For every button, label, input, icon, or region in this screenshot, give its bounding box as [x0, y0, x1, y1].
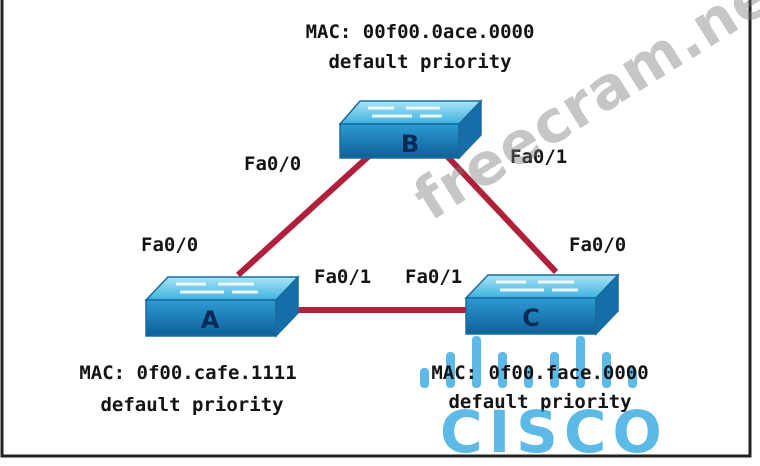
cisco-logo-bars-icon [420, 336, 637, 388]
port-label-c-fa0-0: Fa0/0 [569, 234, 627, 256]
switch-c-letter: C [522, 304, 540, 332]
switch-a-icon [144, 275, 300, 338]
switch-b-icon [338, 99, 483, 160]
port-label-b-fa0-1: Fa0/1 [510, 146, 568, 168]
switch-c-mac: MAC: 0f00.face.0000 [431, 362, 649, 384]
switch-a-priority: default priority [100, 394, 284, 416]
switch-c-icon [464, 273, 620, 336]
switch-a-letter: A [200, 306, 220, 334]
link-b-c [443, 152, 559, 275]
switch-a-mac: MAC: 0f00.cafe.1111 [79, 362, 297, 384]
port-label-c-fa0-1: Fa0/1 [405, 266, 463, 288]
switch-b-priority: default priority [328, 51, 512, 73]
frame-border [0, 0, 752, 458]
switch-c-priority: default priority [448, 391, 632, 413]
link-b-a [235, 152, 373, 278]
switch-b-letter: B [400, 130, 420, 158]
port-label-a-fa0-0: Fa0/0 [141, 234, 199, 256]
cisco-logo-text: CISCO [440, 398, 668, 466]
port-label-b-fa0-0: Fa0/0 [244, 153, 302, 175]
port-label-a-fa0-1: Fa0/1 [314, 266, 372, 288]
switch-b-mac: MAC: 00f00.0ace.0000 [305, 21, 535, 43]
